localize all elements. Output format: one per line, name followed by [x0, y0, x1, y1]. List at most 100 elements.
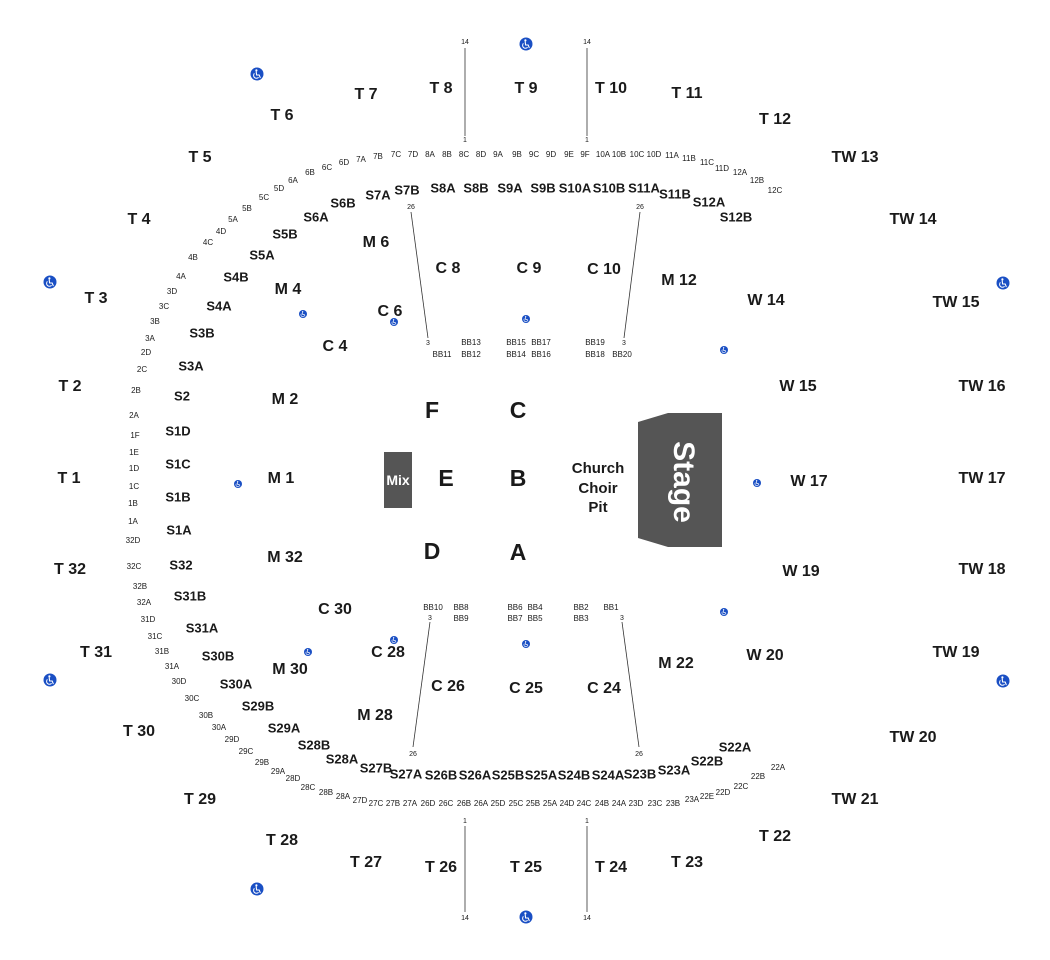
- section-label[interactable]: M 2: [272, 391, 299, 408]
- row-label[interactable]: BB2: [573, 603, 589, 612]
- row-label[interactable]: BB9: [453, 614, 469, 623]
- row-label[interactable]: 5C: [259, 193, 269, 202]
- row-label[interactable]: 10A: [596, 150, 611, 159]
- row-label[interactable]: 26C: [439, 799, 454, 808]
- row-label[interactable]: 26D: [421, 799, 436, 808]
- row-label[interactable]: BB6: [507, 603, 523, 612]
- row-label[interactable]: 32D: [126, 536, 141, 545]
- row-label[interactable]: 22B: [751, 772, 765, 781]
- section-label[interactable]: S4B: [223, 269, 248, 284]
- section-label[interactable]: S5B: [272, 226, 297, 241]
- section-label[interactable]: S7A: [365, 187, 391, 202]
- section-label[interactable]: W 20: [746, 647, 783, 664]
- section-label[interactable]: S4A: [206, 298, 232, 313]
- row-label[interactable]: 23D: [629, 799, 644, 808]
- mix-booth[interactable]: Mix: [384, 452, 412, 508]
- section-label[interactable]: S10B: [593, 180, 626, 195]
- row-label[interactable]: 23B: [666, 799, 680, 808]
- section-label[interactable]: S11B: [659, 186, 691, 201]
- section-label[interactable]: S12B: [720, 209, 753, 224]
- row-label[interactable]: 9D: [546, 150, 556, 159]
- row-label[interactable]: 30A: [212, 723, 227, 732]
- section-label[interactable]: S6A: [303, 209, 329, 224]
- row-label[interactable]: BB8: [453, 603, 469, 612]
- section-label[interactable]: C 4: [323, 338, 348, 355]
- section-label[interactable]: S1D: [165, 423, 190, 438]
- row-label[interactable]: 24D: [560, 799, 575, 808]
- row-label[interactable]: 7B: [373, 152, 383, 161]
- row-label[interactable]: 22E: [700, 792, 714, 801]
- section-label[interactable]: C 9: [517, 260, 542, 277]
- row-label[interactable]: 2A: [129, 411, 139, 420]
- row-label[interactable]: 29C: [239, 747, 254, 756]
- floor-section-label[interactable]: E: [438, 465, 453, 491]
- section-label[interactable]: W 19: [782, 563, 819, 580]
- row-label[interactable]: 7D: [408, 150, 418, 159]
- row-label[interactable]: BB18: [585, 350, 605, 359]
- section-label[interactable]: TW 15: [932, 294, 979, 311]
- row-label[interactable]: 7A: [356, 155, 366, 164]
- section-label[interactable]: W 17: [790, 473, 827, 490]
- row-label[interactable]: 27B: [386, 799, 400, 808]
- row-label[interactable]: BB15: [506, 338, 526, 347]
- section-label[interactable]: T 26: [425, 859, 457, 876]
- row-label[interactable]: 1F: [130, 431, 139, 440]
- section-label[interactable]: W 15: [779, 378, 816, 395]
- section-label[interactable]: TW 20: [889, 729, 936, 746]
- row-label[interactable]: 22D: [716, 788, 731, 797]
- row-label[interactable]: 1D: [129, 464, 139, 473]
- section-label[interactable]: T 25: [510, 859, 542, 876]
- row-label[interactable]: 24A: [612, 799, 627, 808]
- section-label[interactable]: M 12: [661, 272, 697, 289]
- row-label[interactable]: BB14: [506, 350, 526, 359]
- section-label[interactable]: S1C: [165, 456, 191, 471]
- row-label[interactable]: 22C: [734, 782, 749, 791]
- row-label[interactable]: 23C: [648, 799, 663, 808]
- row-label[interactable]: BB10: [423, 603, 443, 612]
- section-label[interactable]: TW 14: [889, 211, 936, 228]
- row-label[interactable]: 24C: [577, 799, 592, 808]
- section-label[interactable]: S1A: [166, 522, 192, 537]
- row-label[interactable]: 6C: [322, 163, 332, 172]
- section-label[interactable]: T 6: [270, 107, 293, 124]
- section-label[interactable]: S28A: [326, 751, 359, 766]
- row-label[interactable]: 3D: [167, 287, 177, 296]
- row-label[interactable]: 26B: [457, 799, 471, 808]
- row-label[interactable]: 1B: [128, 499, 138, 508]
- section-label[interactable]: S3A: [178, 358, 204, 373]
- section-label[interactable]: T 4: [127, 211, 150, 228]
- floor-section-label[interactable]: B: [510, 465, 527, 491]
- row-label[interactable]: 1E: [129, 448, 139, 457]
- row-label[interactable]: 10C: [630, 150, 645, 159]
- section-label[interactable]: S3B: [189, 325, 214, 340]
- section-label[interactable]: S26A: [459, 767, 492, 782]
- row-label[interactable]: 11D: [715, 164, 729, 173]
- floor-section-label[interactable]: C: [510, 397, 527, 423]
- section-label[interactable]: M 32: [267, 549, 303, 566]
- row-label[interactable]: 9F: [580, 150, 589, 159]
- row-label[interactable]: 24B: [595, 799, 609, 808]
- row-label[interactable]: 22A: [771, 763, 786, 772]
- row-label[interactable]: 9E: [564, 150, 574, 159]
- section-label[interactable]: T 27: [350, 854, 382, 871]
- row-label[interactable]: 5B: [242, 204, 252, 213]
- section-label[interactable]: S25A: [525, 767, 558, 782]
- row-label[interactable]: 4D: [216, 227, 226, 236]
- row-label[interactable]: 30B: [199, 711, 213, 720]
- row-label[interactable]: 4B: [188, 253, 198, 262]
- row-label[interactable]: 32A: [137, 598, 152, 607]
- floor-section-label[interactable]: F: [425, 397, 439, 423]
- section-label[interactable]: T 7: [354, 86, 377, 103]
- row-label[interactable]: 7C: [391, 150, 401, 159]
- section-label[interactable]: T 5: [188, 149, 211, 166]
- row-label[interactable]: BB20: [612, 350, 632, 359]
- row-label[interactable]: 3C: [159, 302, 169, 311]
- row-label[interactable]: BB12: [461, 350, 481, 359]
- row-label[interactable]: BB19: [585, 338, 605, 347]
- section-label[interactable]: C 30: [318, 601, 352, 618]
- mix-booth-shape[interactable]: [384, 452, 412, 508]
- row-label[interactable]: 28A: [336, 792, 351, 801]
- row-label[interactable]: 5D: [274, 184, 284, 193]
- row-label[interactable]: 2D: [141, 348, 151, 357]
- row-label[interactable]: 2B: [131, 386, 141, 395]
